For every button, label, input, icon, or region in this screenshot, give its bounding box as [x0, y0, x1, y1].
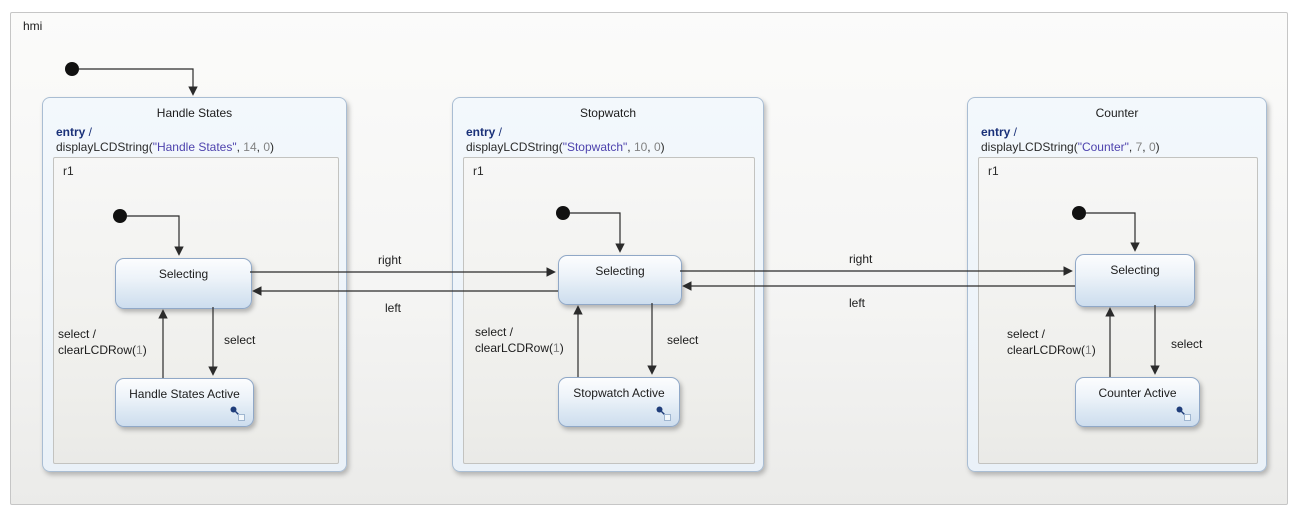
state-title: Stopwatch	[579, 106, 637, 120]
transition-label-select-2[interactable]: select	[667, 333, 699, 347]
number-arg: 0	[1148, 140, 1156, 154]
transition-label-select-action-3[interactable]: select / clearLCDRow(1)	[1007, 327, 1096, 357]
entry-action: entry / displayLCDString("Stopwatch", 10…	[466, 125, 665, 154]
region-r1[interactable]: r1	[53, 157, 339, 464]
call-name: displayLCDString(	[56, 140, 153, 154]
string-arg: "Handle States"	[152, 140, 237, 154]
number-arg: 10	[633, 140, 648, 154]
entry-action: entry / displayLCDString("Handle States"…	[56, 125, 274, 154]
string-arg: "Stopwatch"	[562, 140, 628, 154]
transition-label-select-3[interactable]: select	[1171, 337, 1203, 351]
state-selecting-handle-states[interactable]: Selecting	[115, 258, 252, 309]
transition-label-left-2[interactable]: left	[849, 296, 866, 310]
transition-label-select-action-1[interactable]: select / clearLCDRow(1)	[58, 327, 147, 357]
entry-keyword: entry	[56, 125, 86, 139]
transition-label-left-1[interactable]: left	[385, 301, 402, 315]
entry-separator: /	[1010, 125, 1018, 139]
state-stopwatch-active[interactable]: Stopwatch Active	[558, 377, 680, 427]
region-label: r1	[473, 164, 484, 178]
string-arg: "Counter"	[1077, 140, 1129, 154]
transition-label-select-1[interactable]: select	[224, 333, 256, 347]
transition-label-right-1[interactable]: right	[378, 253, 402, 267]
state-title: Counter	[1095, 106, 1139, 120]
region-label: r1	[63, 164, 74, 178]
region-label: r1	[988, 164, 999, 178]
state-handle-states-active[interactable]: Handle States Active	[115, 378, 254, 427]
composite-state-handle-states[interactable]: Handle States entry / displayLCDString("…	[42, 97, 347, 472]
state-counter-active[interactable]: Counter Active	[1075, 377, 1200, 427]
entry-keyword: entry	[981, 125, 1011, 139]
composite-indicator-icon	[655, 405, 671, 421]
entry-separator: /	[495, 125, 503, 139]
composite-indicator-icon	[229, 405, 245, 421]
state-selecting-stopwatch[interactable]: Selecting	[558, 255, 682, 305]
root-region-label: hmi	[23, 19, 43, 33]
call-name: displayLCDString(	[466, 140, 563, 154]
number-arg: 0	[653, 140, 661, 154]
state-selecting-counter[interactable]: Selecting	[1075, 254, 1195, 307]
call-name: displayLCDString(	[981, 140, 1078, 154]
entry-action: entry / displayLCDString("Counter", 7, 0…	[981, 125, 1160, 154]
composite-indicator-icon	[1175, 405, 1191, 421]
number-arg: 0	[263, 140, 270, 154]
transition-label-select-action-2[interactable]: select / clearLCDRow(1)	[475, 325, 564, 355]
transition-label-right-2[interactable]: right	[849, 252, 873, 266]
entry-separator: /	[85, 125, 93, 139]
number-arg: 14	[243, 140, 257, 154]
entry-keyword: entry	[466, 125, 496, 139]
state-title: Handle States	[156, 106, 233, 120]
number-arg: 7	[1135, 140, 1143, 154]
